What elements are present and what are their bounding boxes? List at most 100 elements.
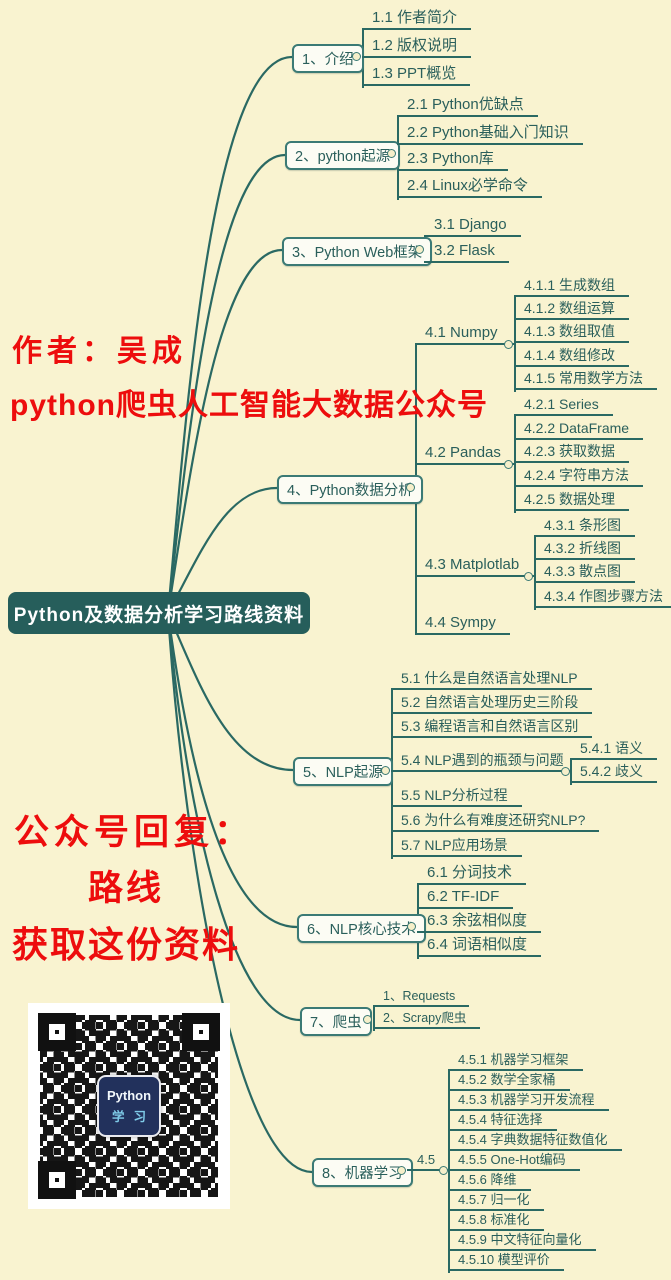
branch-node-2[interactable]: 2、python起源 xyxy=(285,141,401,170)
branch-node-5[interactable]: 5、NLP起源 xyxy=(293,757,393,786)
topic-4-5-8[interactable]: 4.5.8 标准化 xyxy=(448,1210,544,1231)
topic-5-4-1[interactable]: 5.4.1 语义 xyxy=(570,738,658,760)
spine-topic-4-1 xyxy=(514,297,516,392)
collapse-handle-7[interactable] xyxy=(363,1015,372,1024)
collapse-handle-4[interactable] xyxy=(406,483,415,492)
curve-branch-1 xyxy=(166,55,293,614)
qr-code: Python 学习 xyxy=(28,1003,230,1209)
topic-4-5-10[interactable]: 4.5.10 模型评价 xyxy=(448,1250,564,1271)
topic-4-1-1[interactable]: 4.1.1 生成数组 xyxy=(514,275,630,297)
topic-4-5[interactable]: 4.5 xyxy=(407,1150,451,1171)
topic-4-5-6[interactable]: 4.5.6 降维 xyxy=(448,1170,531,1191)
spine-topic-4-2 xyxy=(514,416,516,513)
reply-hint-line1: 公众号回复： xyxy=(14,813,255,852)
reply-keyword: 路线 xyxy=(88,869,165,908)
curve-branch-6 xyxy=(166,612,298,929)
collapse-handle-4-3[interactable] xyxy=(524,572,533,581)
topic-1-1[interactable]: 1.1 作者简介 xyxy=(362,7,472,30)
topic-2-2[interactable]: 2.2 Python基础入门知识 xyxy=(397,122,583,145)
topic-4-3-4[interactable]: 4.3.4 作图步骤方法 xyxy=(534,586,671,608)
reply-hint-line3: 获取这份资料 xyxy=(12,924,241,965)
topic-5-2[interactable]: 5.2 自然语言处理历史三阶段 xyxy=(391,692,593,714)
topic-4-3-3[interactable]: 4.3.3 散点图 xyxy=(534,561,636,583)
topic-2-1[interactable]: 2.1 Python优缺点 xyxy=(397,94,538,117)
qr-center-badge: Python 学习 xyxy=(97,1075,161,1137)
qr-finder-bottom-left xyxy=(38,1161,76,1199)
topic-4-4[interactable]: 4.4 Sympy xyxy=(415,612,510,635)
topic-6-2[interactable]: 6.2 TF-IDF xyxy=(417,886,514,909)
topic-7-1[interactable]: 1、Requests xyxy=(373,987,470,1007)
topic-5-4-2[interactable]: 5.4.2 歧义 xyxy=(570,761,658,783)
topic-1-3[interactable]: 1.3 PPT概览 xyxy=(362,63,471,86)
topic-4-3[interactable]: 4.3 Matplotlab xyxy=(415,554,535,577)
topic-4-5-1[interactable]: 4.5.1 机器学习框架 xyxy=(448,1050,583,1071)
channel-annotation: python爬虫人工智能大数据公众号 xyxy=(10,389,488,422)
qr-badge-subtitle: 学习 xyxy=(111,1109,155,1124)
branch-node-1[interactable]: 1、介绍 xyxy=(292,44,364,73)
collapse-handle-2[interactable] xyxy=(387,149,396,158)
topic-4-1-3[interactable]: 4.1.3 数组取值 xyxy=(514,321,630,343)
topic-3-1[interactable]: 3.1 Django xyxy=(424,214,521,237)
topic-5-6[interactable]: 5.6 为什么有难度还研究NLP? xyxy=(391,810,600,832)
collapse-handle-3[interactable] xyxy=(415,245,424,254)
qr-finder-top-left xyxy=(38,1013,76,1051)
collapse-handle-4-5[interactable] xyxy=(439,1166,448,1175)
curve-branch-5 xyxy=(166,612,294,772)
topic-1-2[interactable]: 1.2 版权说明 xyxy=(362,35,472,58)
topic-5-1[interactable]: 5.1 什么是自然语言处理NLP xyxy=(391,668,592,690)
topic-4-5-2[interactable]: 4.5.2 数学全家桶 xyxy=(448,1070,570,1091)
branch-node-6[interactable]: 6、NLP核心技术 xyxy=(297,914,426,943)
topic-4-1[interactable]: 4.1 Numpy xyxy=(415,322,515,345)
branch-node-3[interactable]: 3、Python Web框架 xyxy=(282,237,433,266)
spine-branch-8 xyxy=(448,1071,450,1273)
topic-5-7[interactable]: 5.7 NLP应用场景 xyxy=(391,835,522,857)
topic-4-3-1[interactable]: 4.3.1 条形图 xyxy=(534,515,636,537)
collapse-handle-6[interactable] xyxy=(407,922,416,931)
topic-4-2-4[interactable]: 4.2.4 字符串方法 xyxy=(514,465,644,487)
collapse-handle-5[interactable] xyxy=(381,766,390,775)
curve-branch-3 xyxy=(166,248,283,614)
root-topic[interactable]: Python及数据分析学习路线资料 xyxy=(8,592,310,634)
topic-4-2-2[interactable]: 4.2.2 DataFrame xyxy=(514,418,644,440)
spine-topic-5-4 xyxy=(570,760,572,785)
topic-2-3[interactable]: 2.3 Python库 xyxy=(397,148,508,171)
collapse-handle-1[interactable] xyxy=(352,52,361,61)
topic-4-2-5[interactable]: 4.2.5 数据处理 xyxy=(514,489,630,511)
topic-4-5-4b[interactable]: 4.5.4 字典数据特征数值化 xyxy=(448,1130,622,1151)
topic-4-1-4[interactable]: 4.1.4 数组修改 xyxy=(514,345,630,367)
topic-4-2[interactable]: 4.2 Pandas xyxy=(415,442,515,465)
spine-branch-7 xyxy=(373,1007,375,1031)
qr-badge-title: Python xyxy=(106,1087,152,1103)
topic-4-5-9[interactable]: 4.5.9 中文特征向量化 xyxy=(448,1230,596,1251)
topic-5-4[interactable]: 5.4 NLP遇到的瓶颈与问题 xyxy=(391,750,571,772)
topic-4-1-5[interactable]: 4.1.5 常用数学方法 xyxy=(514,368,658,390)
topic-2-4[interactable]: 2.4 Linux必学命令 xyxy=(397,175,542,198)
collapse-handle-5-4[interactable] xyxy=(561,767,570,776)
topic-4-5-7[interactable]: 4.5.7 归一化 xyxy=(448,1190,544,1211)
topic-4-5-4[interactable]: 4.5.4 特征选择 xyxy=(448,1110,557,1131)
topic-6-1[interactable]: 6.1 分词技术 xyxy=(417,862,527,885)
topic-4-3-2[interactable]: 4.3.2 折线图 xyxy=(534,538,636,560)
topic-5-5[interactable]: 5.5 NLP分析过程 xyxy=(391,785,522,807)
topic-4-1-2[interactable]: 4.1.2 数组运算 xyxy=(514,298,630,320)
topic-6-3[interactable]: 6.3 余弦相似度 xyxy=(417,910,542,933)
topic-4-5-3[interactable]: 4.5.3 机器学习开发流程 xyxy=(448,1090,609,1111)
collapse-handle-4-1[interactable] xyxy=(504,340,513,349)
qr-finder-top-right xyxy=(182,1013,220,1051)
topic-3-2[interactable]: 3.2 Flask xyxy=(424,240,509,263)
topic-4-2-3[interactable]: 4.2.3 获取数据 xyxy=(514,441,630,463)
branch-node-4[interactable]: 4、Python数据分析 xyxy=(277,475,423,504)
curve-branch-8 xyxy=(166,612,313,1174)
topic-6-4[interactable]: 6.4 词语相似度 xyxy=(417,934,542,957)
topic-4-2-1[interactable]: 4.2.1 Series xyxy=(514,394,613,416)
branch-node-8[interactable]: 8、机器学习 xyxy=(312,1158,413,1187)
collapse-handle-8[interactable] xyxy=(397,1166,406,1175)
topic-4-5-5[interactable]: 4.5.5 One-Hot编码 xyxy=(448,1150,580,1171)
topic-5-3[interactable]: 5.3 编程语言和自然语言区别 xyxy=(391,716,593,738)
collapse-handle-4-2[interactable] xyxy=(504,460,513,469)
topic-7-2[interactable]: 2、Scrapy爬虫 xyxy=(373,1009,481,1029)
branch-node-7[interactable]: 7、爬虫 xyxy=(300,1007,372,1036)
author-annotation: 作者：吴成 xyxy=(12,335,187,368)
spine-topic-4-3 xyxy=(534,537,536,610)
